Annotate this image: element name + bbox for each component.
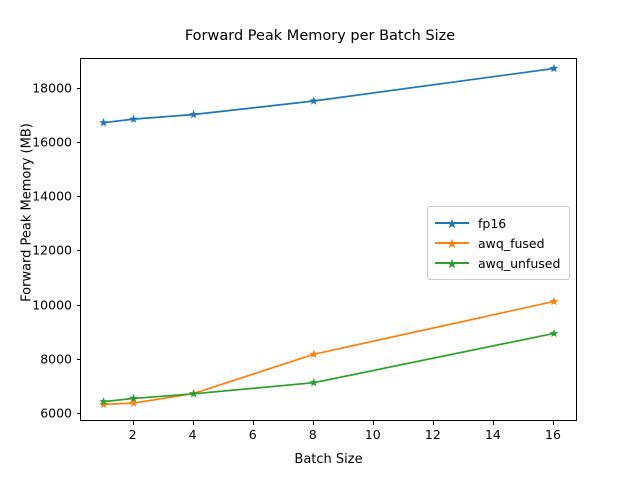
series-line [103, 300, 555, 406]
plot-area [80, 58, 577, 421]
data-point-marker [309, 96, 319, 105]
star-marker-icon [447, 218, 457, 229]
series-line [103, 332, 555, 403]
legend-swatch [435, 236, 469, 250]
x-tick-mark [372, 421, 374, 425]
legend-swatch [435, 216, 469, 230]
y-tick-mark [76, 196, 80, 198]
data-point-marker [549, 63, 559, 73]
data-point-marker [129, 393, 138, 403]
data-point-marker [189, 389, 198, 398]
data-point-marker [309, 349, 319, 358]
x-tick-label: 12 [424, 427, 441, 442]
x-tick-label: 10 [364, 427, 381, 442]
data-point-marker [309, 378, 319, 387]
y-tick-label: 6000 [40, 405, 72, 421]
data-point-marker [189, 109, 198, 119]
series-awq_unfused [99, 328, 559, 406]
y-tick-mark [76, 87, 80, 89]
legend-swatch [435, 256, 469, 270]
legend: fp16 awq_fused awq_unfused [427, 206, 571, 280]
series-awq_fused [99, 296, 559, 409]
data-point-marker [549, 328, 559, 338]
star-marker-icon [447, 238, 457, 249]
y-tick-label: 16000 [32, 134, 72, 150]
x-axis-label: Batch Size [294, 452, 363, 467]
x-tick-mark [552, 421, 554, 425]
legend-label: awq_fused [478, 235, 545, 251]
y-tick-mark [76, 304, 80, 306]
x-tick-mark [492, 421, 494, 425]
data-point-marker [99, 397, 108, 406]
legend-item-awq_fused[interactable]: awq_fused [435, 233, 560, 253]
series-canvas [99, 63, 559, 409]
star-marker-icon [447, 258, 457, 269]
legend-item-awq_unfused[interactable]: awq_unfused [435, 253, 560, 273]
y-tick-mark [76, 141, 80, 143]
x-tick-label: 14 [484, 427, 501, 442]
x-tick-mark [192, 421, 194, 425]
x-tick-mark [132, 421, 134, 425]
x-tick-label: 8 [308, 427, 317, 442]
y-tick-label: 18000 [32, 80, 72, 96]
data-point-marker [99, 118, 108, 127]
y-tick-label: 12000 [32, 242, 72, 258]
x-tick-label: 6 [248, 427, 257, 442]
data-point-marker [99, 399, 108, 409]
y-tick-mark [76, 412, 80, 414]
x-tick-mark [312, 421, 314, 425]
y-tick-label: 10000 [32, 297, 72, 312]
series-line [103, 67, 555, 124]
x-tick-label: 2 [128, 427, 137, 442]
series-fp16 [99, 63, 559, 127]
y-tick-label: 14000 [32, 188, 72, 204]
legend-item-fp16[interactable]: fp16 [435, 213, 560, 233]
y-tick-mark [76, 250, 80, 252]
data-point-marker [129, 398, 138, 407]
y-tick-label: 8000 [40, 351, 72, 367]
y-tick-mark [76, 358, 80, 360]
data-point-marker [549, 296, 559, 306]
x-tick-mark [432, 421, 434, 425]
x-tick-label: 16 [545, 427, 561, 442]
page-title: Forward Peak Memory per Batch Size [184, 28, 456, 44]
x-tick-mark [252, 421, 254, 425]
legend-label: awq_unfused [478, 255, 561, 271]
legend-label: fp16 [478, 215, 507, 231]
x-tick-label: 4 [188, 427, 197, 442]
data-point-marker [129, 114, 138, 123]
